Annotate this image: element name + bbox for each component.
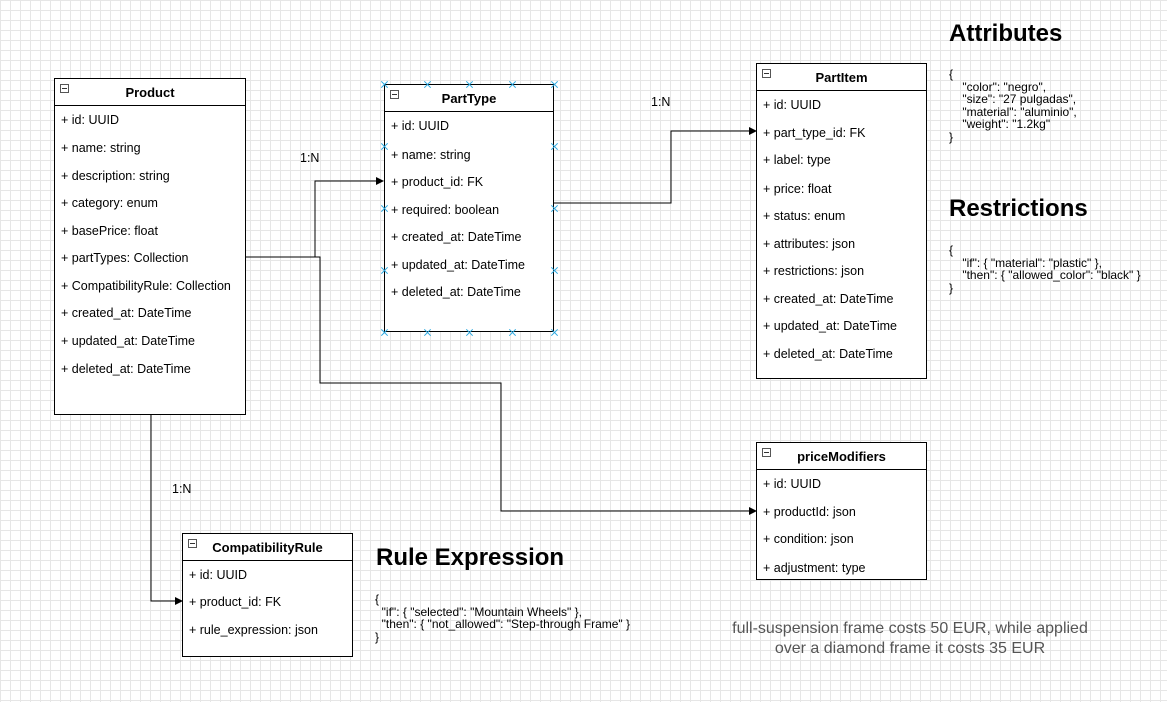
entity-header[interactable]: CompatibilityRule: [183, 534, 352, 561]
field[interactable]: + attributes: json: [763, 237, 856, 251]
field[interactable]: + deleted_at: DateTime: [763, 347, 893, 361]
field[interactable]: + created_at: DateTime: [763, 292, 894, 306]
field[interactable]: + description: string: [61, 169, 170, 183]
field[interactable]: + productId: json: [763, 505, 856, 519]
entity-header[interactable]: PartItem: [757, 64, 926, 91]
selection-handle[interactable]: [381, 329, 388, 336]
entity-pricemodifiers[interactable]: priceModifiers + id: UUID + productId: j…: [756, 442, 927, 580]
selection-handle[interactable]: [551, 81, 558, 88]
selection-handle[interactable]: [551, 267, 558, 274]
selection-handle[interactable]: [551, 143, 558, 150]
selection-handle[interactable]: [551, 205, 558, 212]
field[interactable]: + required: boolean: [391, 203, 500, 217]
selection-handle[interactable]: [509, 81, 516, 88]
entity-title: Product: [125, 85, 175, 100]
field[interactable]: + id: UUID: [763, 477, 822, 491]
field[interactable]: + label: type: [763, 153, 831, 167]
selection-handle[interactable]: [381, 143, 388, 150]
field[interactable]: + rule_expression: json: [189, 623, 318, 637]
field[interactable]: + id: UUID: [391, 119, 450, 133]
restrictions-code[interactable]: { "if": { "material": "plastic" }, "then…: [949, 243, 1141, 295]
entity-compatibilityrule[interactable]: CompatibilityRule + id: UUID + product_i…: [182, 533, 353, 657]
restrictions-heading[interactable]: Restrictions: [949, 195, 1088, 222]
selection-handle[interactable]: [509, 329, 516, 336]
field[interactable]: + id: UUID: [189, 568, 248, 582]
entity-title: CompatibilityRule: [212, 540, 323, 555]
field[interactable]: + created_at: DateTime: [61, 306, 192, 320]
field[interactable]: + deleted_at: DateTime: [61, 362, 191, 376]
field[interactable]: + product_id: FK: [189, 595, 282, 609]
collapse-icon[interactable]: [188, 539, 197, 548]
field[interactable]: + status: enum: [763, 209, 846, 223]
selection-handle[interactable]: [551, 329, 558, 336]
relation-label[interactable]: 1:N: [651, 95, 671, 109]
entity-title: PartType: [441, 91, 497, 106]
field[interactable]: + name: string: [61, 141, 141, 155]
field[interactable]: + created_at: DateTime: [391, 230, 522, 244]
field[interactable]: + deleted_at: DateTime: [391, 285, 521, 299]
field[interactable]: + adjustment: type: [763, 561, 866, 575]
collapse-icon[interactable]: [762, 69, 771, 78]
field[interactable]: + category: enum: [61, 196, 158, 210]
field[interactable]: + basePrice: float: [61, 224, 158, 238]
entity-partitem[interactable]: PartItem + id: UUID + part_type_id: FK +…: [756, 63, 927, 379]
pricing-note[interactable]: full-suspension frame costs 50 EUR, whil…: [732, 620, 1088, 657]
field[interactable]: + id: UUID: [61, 113, 120, 127]
selection-handle[interactable]: [424, 81, 431, 88]
connector-product-compatibilityrule: [150, 415, 183, 605]
relation-label[interactable]: 1:N: [300, 151, 320, 165]
entity-header[interactable]: PartType: [385, 85, 553, 112]
field[interactable]: + name: string: [391, 148, 471, 162]
collapse-icon[interactable]: [762, 448, 771, 457]
selection-handle[interactable]: [381, 205, 388, 212]
field[interactable]: + partTypes: Collection: [61, 251, 189, 265]
entity-header[interactable]: priceModifiers: [757, 443, 926, 470]
collapse-icon[interactable]: [60, 84, 69, 93]
rule-expression-code[interactable]: { "if": { "selected": "Mountain Wheels" …: [375, 592, 631, 644]
attributes-heading[interactable]: Attributes: [949, 20, 1063, 47]
field[interactable]: + restrictions: json: [763, 264, 865, 278]
field[interactable]: + condition: json: [763, 532, 854, 546]
entity-parttype[interactable]: PartType + id: UUID + name: string + pro…: [384, 84, 554, 332]
entity-header[interactable]: Product: [55, 79, 245, 106]
selection-handle[interactable]: [466, 81, 473, 88]
field[interactable]: + updated_at: DateTime: [763, 319, 897, 333]
connector-parttype-partitem: [554, 127, 757, 204]
collapse-icon[interactable]: [390, 90, 399, 99]
connector-product-parttype: [246, 177, 384, 258]
entity-product[interactable]: Product + id: UUID + name: string + desc…: [54, 78, 246, 415]
rule-expression-heading[interactable]: Rule Expression: [376, 544, 565, 571]
field[interactable]: + updated_at: DateTime: [61, 334, 195, 348]
field[interactable]: + product_id: FK: [391, 175, 484, 189]
field[interactable]: + CompatibilityRule: Collection: [61, 279, 231, 293]
selection-handle[interactable]: [424, 329, 431, 336]
field[interactable]: + id: UUID: [763, 98, 822, 112]
field[interactable]: + part_type_id: FK: [763, 126, 866, 140]
selection-handle[interactable]: [381, 81, 388, 88]
relation-label[interactable]: 1:N: [172, 482, 192, 496]
selection-handle[interactable]: [466, 329, 473, 336]
entity-title: priceModifiers: [797, 449, 886, 464]
selection-handle[interactable]: [381, 267, 388, 274]
field[interactable]: + price: float: [763, 182, 832, 196]
attributes-code[interactable]: { "color": "negro", "size": "27 pulgadas…: [949, 67, 1077, 144]
field[interactable]: + updated_at: DateTime: [391, 258, 525, 272]
entity-title: PartItem: [815, 70, 868, 85]
